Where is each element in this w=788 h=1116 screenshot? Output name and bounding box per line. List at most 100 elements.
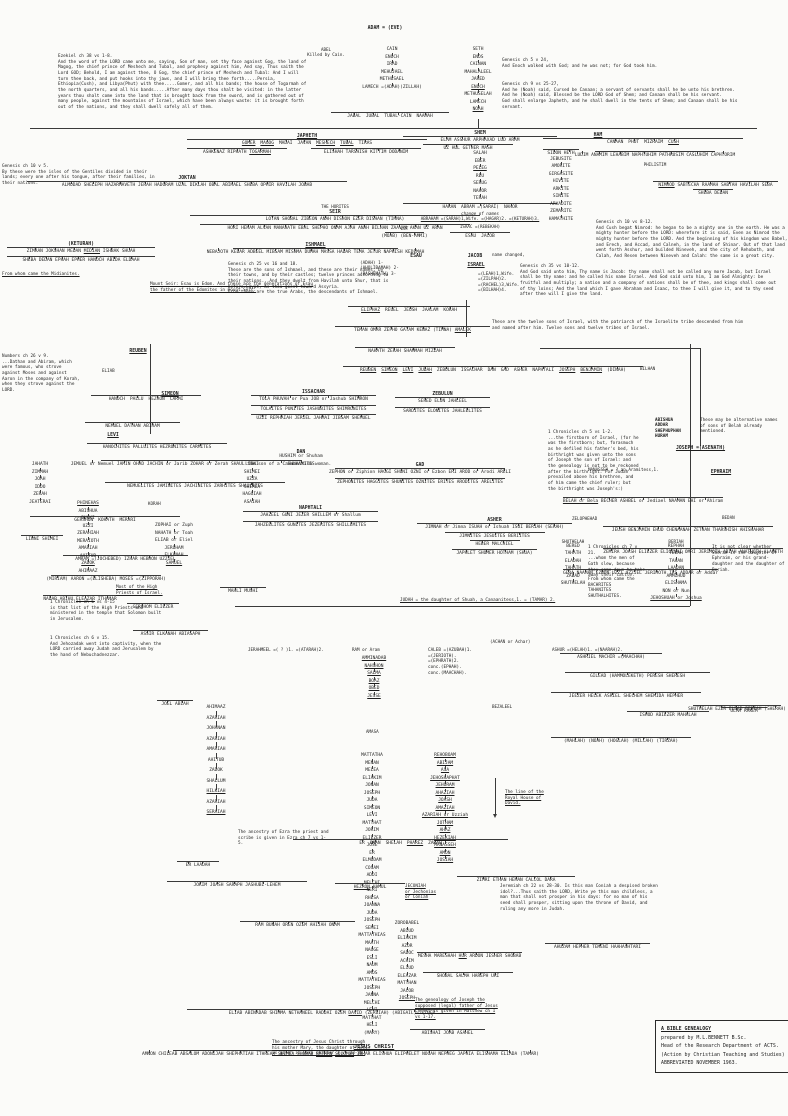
person-name: ELONITES [427, 407, 450, 414]
person-name: (BASHEMATH) 3- [360, 271, 397, 277]
person-name: BERIITES [508, 532, 530, 539]
person-name: HAGGIAH [242, 490, 262, 497]
person-name: SHIMMA [269, 1008, 286, 1016]
person-name: LAADAN [667, 564, 685, 572]
person-name: JAPHLET [456, 549, 476, 556]
person-name: (TIRZAH) [656, 737, 679, 744]
lot-node: LOT [400, 226, 409, 231]
person-name: EBAL [298, 223, 310, 231]
person-name: KOHATH [96, 516, 117, 524]
person-name: ELEAD [728, 704, 743, 712]
person-name: OMRI [684, 547, 696, 555]
person-name: MISHMA [285, 248, 302, 256]
person-name: OPHIR [260, 181, 274, 189]
person-name: JESHER [485, 952, 503, 959]
person-name: HEZRONITES [159, 442, 187, 450]
person-name: SERAIAH [206, 805, 226, 815]
shem-node: SHEM [474, 131, 486, 136]
person-name: MASH [481, 144, 493, 151]
person-name: BERIAH [745, 704, 762, 712]
person-name: CARMI [167, 394, 186, 403]
person-name: SHELEPH [83, 181, 103, 189]
person-name: TARSHISH [345, 148, 368, 155]
person-name: LIBNI [245, 462, 259, 467]
person-name: SHOBAB [504, 952, 522, 959]
person-name: MERARI [117, 516, 138, 524]
person-name: JEZER [295, 511, 310, 519]
person-name: SHOBAL [436, 971, 453, 979]
person-name: CAIN [386, 47, 398, 52]
person-name: JACHIN or Jarib [146, 460, 188, 467]
person-name: MAHLI [228, 587, 242, 594]
person-name: SHEPHO [311, 223, 329, 231]
note-midianites: From whom came the Midianites. [2, 272, 80, 277]
person-name: EBER [474, 157, 486, 164]
person-name: ZEPHO [383, 326, 398, 333]
person-name: JEZERITES [309, 521, 334, 528]
person-name: ZOPHAI or Zuph [155, 523, 193, 528]
person-name: METHUSAEL [379, 75, 405, 82]
person-name: JAHLEEL [447, 397, 467, 405]
person-name: JOANNA [363, 901, 381, 908]
person-name: EPHAH [55, 256, 69, 263]
change-of-names-label: change of names [461, 211, 499, 217]
person-name: ALAMETH [763, 547, 783, 555]
person-name: PHINEHAS [77, 501, 99, 506]
person-name: JEHOSHUAH or Joshua [650, 594, 702, 602]
person-name: NAPHTUHIM [631, 151, 657, 158]
person-name: SABTAH [720, 181, 738, 188]
zelophehad-daughters-row: (MAHLAH)(NOAH)(HOGLAH)(MILCAH)(TIRZAH) [546, 737, 696, 745]
person-name: JASHUBITES [306, 405, 334, 412]
person-name: BENJAMIN [628, 526, 650, 533]
person-name: JEUSH [611, 526, 626, 533]
person-name: ZAAVAN [390, 223, 408, 231]
person-name: ZERAH [33, 490, 47, 497]
person-name: (NOAH) [588, 737, 605, 744]
person-name: LEHABIM [610, 151, 630, 158]
person-name: DISHON [333, 215, 350, 223]
person-name: ELEAZAR [75, 595, 95, 602]
person-name: AMMINADAB [361, 656, 387, 661]
person-name: SIMEON [379, 366, 400, 374]
person-name: ONAM [328, 920, 340, 928]
jerahmeel-node: JERAHMEEL =( ? )1. =(ATARAH)2. [248, 647, 324, 652]
person-name: ZERAH [387, 346, 401, 354]
person-name: TAHATH [564, 549, 582, 557]
person-name: SHEBA [698, 188, 712, 196]
person-name: AARON =(ELISHEBA) [70, 574, 117, 582]
person-name: (HAMMOLEKETH) [609, 672, 645, 679]
person-name: MADAI [276, 139, 295, 147]
person-name: JERIMOTH [698, 547, 721, 555]
person-name: OZEM [334, 1008, 346, 1016]
person-name: UZZI [82, 521, 94, 529]
person-name: SETH [472, 47, 484, 52]
person-name: AMORITE [551, 162, 571, 169]
person-name: JOSEPH [363, 983, 381, 991]
person-name: ULAM [730, 706, 742, 714]
person-name: EPHER [71, 256, 86, 263]
person-name: GUNITES [287, 521, 307, 528]
person-name: JUDAH [416, 366, 435, 374]
person-name: =(RACHEL)3,Wife. [478, 282, 520, 288]
person-name: ELKANAH [164, 551, 184, 558]
note-ephraim-tribes: From whom came the BACHRITES TAHANITES S… [588, 577, 635, 600]
person-name: JAMINITES [156, 481, 182, 489]
person-name: ZEMIRA [603, 547, 620, 555]
person-name: JASHUBI-LEHEM [245, 881, 281, 888]
person-name: JIMNAH or Jimna [425, 523, 466, 531]
person-name: MOSES =(ZIPPORAH) [119, 574, 166, 582]
gad-node: GAD [415, 463, 425, 468]
person-name: ESLI [366, 953, 378, 961]
